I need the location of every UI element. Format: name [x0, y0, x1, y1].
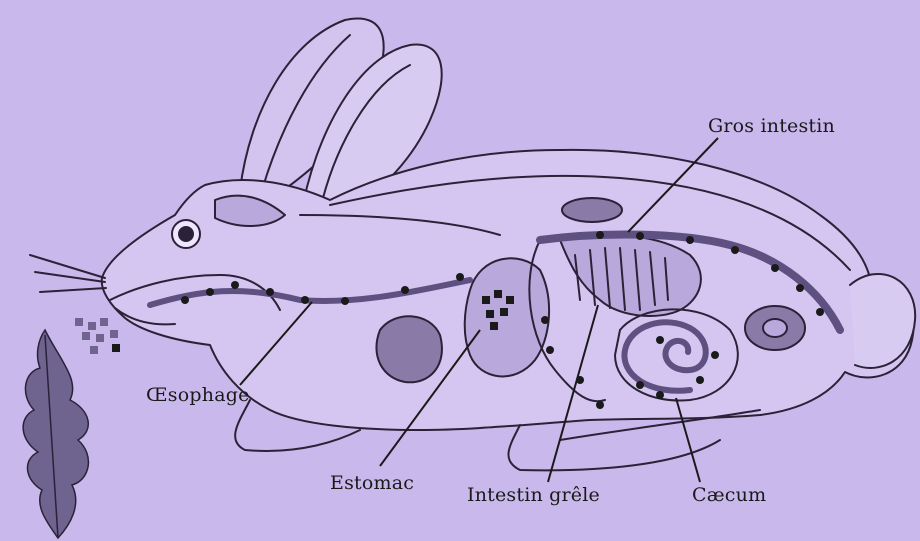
- label-oesophage: Œsophage: [146, 384, 250, 406]
- kidney: [562, 198, 622, 222]
- rabbit-pupil: [179, 227, 193, 241]
- whisker: [35, 272, 105, 282]
- bladder-inner: [763, 319, 787, 337]
- label-caecum: Cæcum: [692, 484, 766, 506]
- label-gros-intestin: Gros intestin: [708, 115, 835, 137]
- liver: [376, 316, 441, 382]
- whisker: [40, 288, 106, 292]
- whisker: [30, 255, 105, 278]
- label-intestin-grele: Intestin grêle: [467, 484, 600, 506]
- label-estomac: Estomac: [330, 472, 414, 494]
- stomach: [465, 258, 549, 376]
- food-pellets: [75, 318, 120, 354]
